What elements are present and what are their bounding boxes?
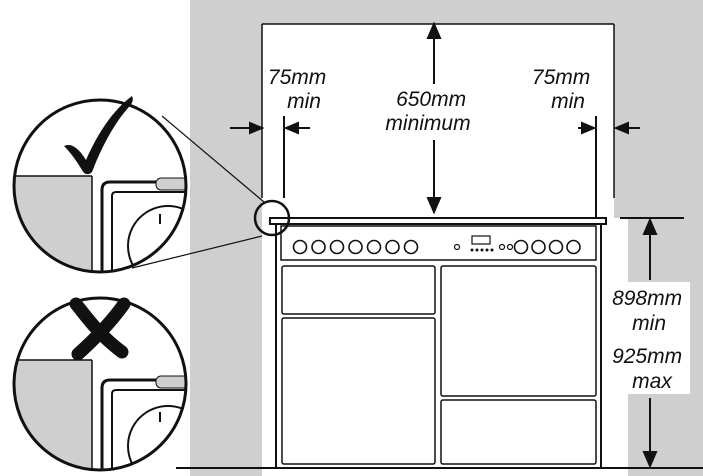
control-knob	[348, 239, 363, 255]
indicator-light	[453, 243, 461, 251]
control-knob	[531, 239, 546, 255]
height-above-label: 650mm minimum	[385, 88, 472, 135]
cooker-height-dimension	[620, 217, 684, 469]
incorrect-installation-detail	[12, 296, 188, 472]
callout-line-bottom	[131, 235, 263, 269]
timer-buttons	[470, 248, 494, 252]
height-above-dimension	[426, 21, 442, 215]
detail-focus-circle	[253, 199, 291, 237]
indicator-light	[498, 243, 506, 251]
bottom-left-oven-door	[281, 317, 436, 465]
main-oven-door	[440, 265, 597, 397]
timer-display	[471, 235, 491, 245]
indicator-light	[506, 243, 514, 251]
top-left-oven-door	[281, 265, 436, 315]
left-control-knobs	[292, 239, 419, 255]
control-knob	[366, 239, 382, 255]
cross-mark-icon	[69, 297, 131, 361]
control-knob	[566, 239, 581, 255]
storage-drawer	[440, 399, 597, 465]
clearance-space	[262, 24, 614, 220]
control-knob	[385, 239, 400, 255]
control-knob	[292, 239, 308, 255]
left-gap-label: 75mm min	[268, 66, 332, 113]
control-panel	[280, 225, 597, 261]
hob-top	[269, 217, 607, 225]
control-knob	[513, 239, 529, 255]
check-mark-icon	[64, 96, 133, 175]
correct-installation-detail	[12, 96, 188, 274]
control-knob	[403, 239, 419, 255]
control-knob	[329, 239, 345, 255]
control-knob	[311, 239, 326, 255]
right-gap-dimension	[578, 116, 640, 218]
range-cooker	[269, 217, 607, 469]
right-gap-label: 75mm min	[532, 66, 596, 113]
control-knob	[548, 239, 564, 255]
callout-line-top	[161, 115, 265, 203]
left-gap-dimension	[230, 116, 310, 198]
cooker-height-label: 898mm min 925mm max	[612, 287, 688, 393]
cooker-height-label-backdrop	[610, 282, 690, 394]
right-control-knobs	[513, 239, 581, 255]
